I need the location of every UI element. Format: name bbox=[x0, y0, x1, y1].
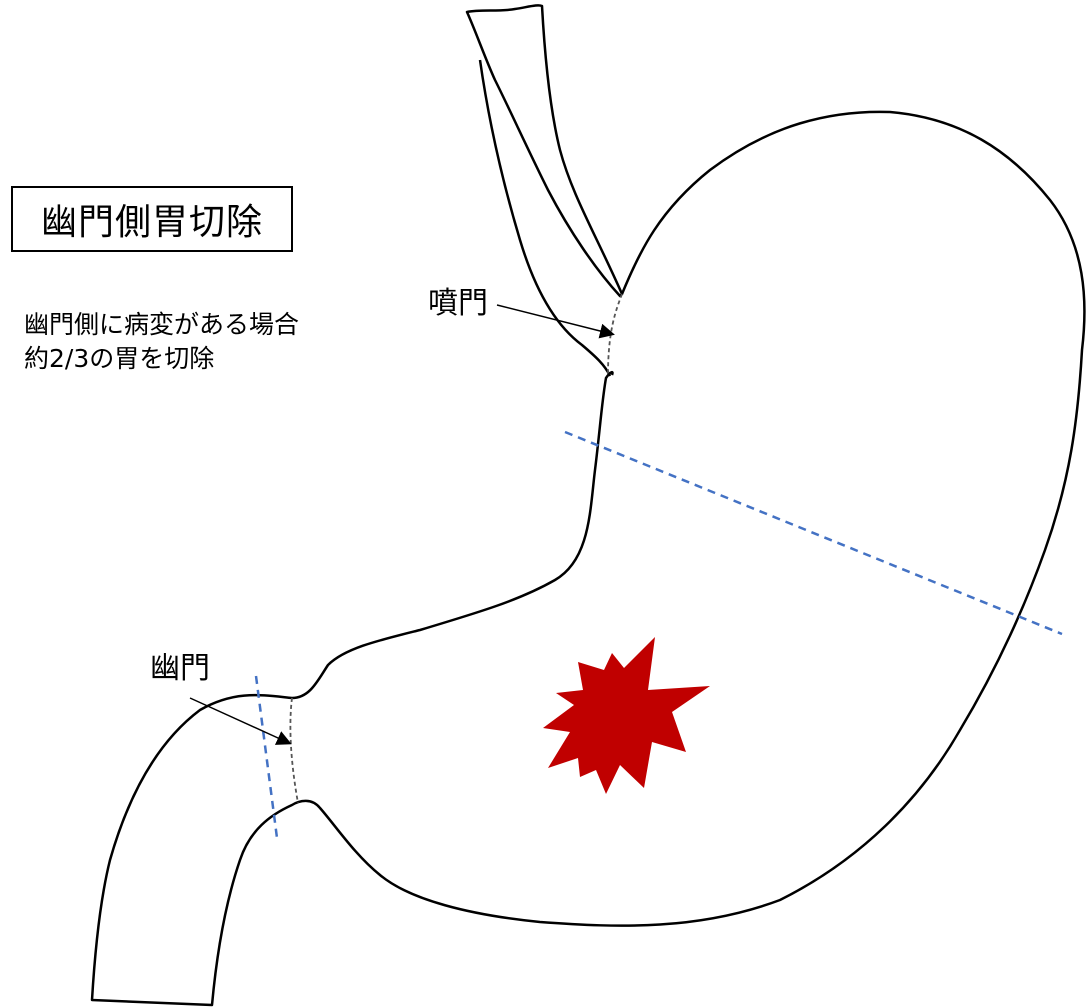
description-line-1: 幽門側に病変がある場合 bbox=[24, 310, 300, 339]
pylorus-pointer-arrow bbox=[189, 697, 292, 745]
description: 幽門側に病変がある場合 約2/3の胃を切除 bbox=[24, 308, 299, 376]
stomach-outline bbox=[90, 110, 1086, 1007]
lesion-burst-icon bbox=[543, 637, 710, 794]
title-text: 幽門側胃切除 bbox=[40, 202, 263, 243]
esophagus-left-wall bbox=[478, 59, 612, 377]
diagram-title: 幽門側胃切除 bbox=[11, 186, 293, 252]
cardia-boundary bbox=[607, 293, 623, 376]
upper-resection-line bbox=[564, 430, 1063, 636]
esophagus-outline bbox=[465, 4, 624, 298]
description-line-2: 約2/3の胃を切除 bbox=[24, 344, 215, 373]
cardia-label: 噴門 bbox=[428, 286, 488, 321]
pylorus-boundary bbox=[289, 697, 299, 804]
pylorus-label: 幽門 bbox=[150, 651, 210, 686]
cardia-pointer-arrow bbox=[496, 304, 615, 339]
